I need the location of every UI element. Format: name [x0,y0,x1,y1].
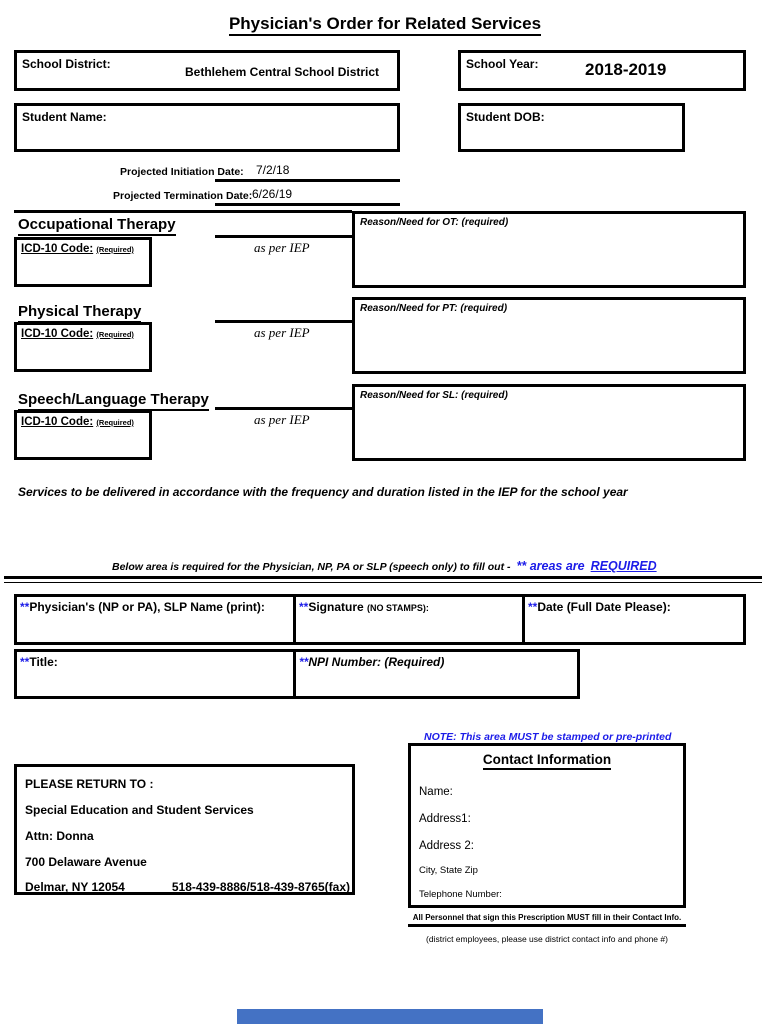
contact-address1-label[interactable]: Address1: [419,813,471,825]
return-street: 700 Delaware Avenue [25,855,147,869]
ot-reason-box[interactable]: Reason/Need for OT: (required) [352,211,746,288]
return-address-box: PLEASE RETURN TO : Special Education and… [14,764,355,895]
return-city-state: Delmar, NY 12054 [25,880,125,894]
sl-icd-code-box[interactable]: ICD-10 Code: (Required) [14,410,152,460]
school-district-label: School District: [22,57,111,71]
physician-name-asterisks: ** [20,600,30,614]
ot-section-divider [14,210,352,213]
all-personnel-note: All Personnel that sign this Prescriptio… [412,913,682,922]
ot-iep-line [215,235,352,238]
return-attn: Attn: Donna [25,829,94,843]
district-employees-note: (district employees, please use district… [426,934,668,944]
ot-iep-text: as per IEP [254,240,310,255]
pt-iep-text: as per IEP [254,325,310,340]
required-note: Below area is required for the Physician… [112,559,657,573]
ot-icd-code-box[interactable]: ICD-10 Code: (Required) [14,237,152,287]
contact-name-label[interactable]: Name: [419,786,453,798]
section-double-rule [4,576,762,583]
npi-asterisks: ** [299,655,309,669]
date-field[interactable]: **Date (Full Date Please): [522,594,746,645]
page-title: Physician's Order for Related Services [0,14,770,36]
school-year-box[interactable]: School Year: 2018-2019 [458,50,746,91]
no-stamps-label: (NO STAMPS): [367,603,429,613]
bottom-blue-bar [237,1009,543,1024]
return-to-label: PLEASE RETURN TO : [25,777,154,791]
school-district-value: Bethlehem Central School District [185,65,380,79]
contact-information-heading: Contact Information [411,752,683,770]
sl-section-heading: Speech/Language Therapy [18,391,209,411]
contact-telephone-label[interactable]: Telephone Number: [419,889,502,900]
school-year-label: School Year: [466,57,539,71]
personnel-rule [408,924,686,927]
contact-information-box[interactable]: Contact Information Name: Address1: Addr… [408,743,686,908]
sl-iep-text: as per IEP [254,412,310,427]
title-label: Title: [29,655,58,669]
initiation-date-line [215,179,400,182]
physician-name-label: Physician's (NP or PA), SLP Name (print)… [29,600,265,614]
ot-icd-code-label: ICD-10 Code: [21,243,94,255]
sl-icd-code-label: ICD-10 Code: [21,416,94,428]
required-note-required: REQUIRED [590,559,657,573]
school-district-box[interactable]: School District: Bethlehem Central Schoo… [14,50,400,91]
termination-date-line [215,203,400,206]
pt-reason-label: Reason/Need for PT: (required) [360,303,508,314]
contact-city-state-zip-label[interactable]: City, State Zip [419,865,478,876]
stamp-note: NOTE: This area MUST be stamped or pre-p… [424,731,672,743]
pt-reason-box[interactable]: Reason/Need for PT: (required) [352,297,746,374]
pt-icd-required-label: (Required) [96,330,134,339]
school-year-value: 2018-2019 [585,60,667,79]
signature-asterisks: ** [299,600,309,614]
date-label: Date (Full Date Please): [537,600,671,614]
student-name-box[interactable]: Student Name: [14,103,400,152]
termination-date-label: Projected Termination Date: [113,190,253,202]
student-dob-box[interactable]: Student DOB: [458,103,685,152]
physician-name-field[interactable]: **Physician's (NP or PA), SLP Name (prin… [14,594,296,645]
signature-field[interactable]: **Signature (NO STAMPS): [293,594,525,645]
sl-reason-label: Reason/Need for SL: (required) [360,390,508,401]
student-name-label: Student Name: [22,110,107,124]
sl-reason-box[interactable]: Reason/Need for SL: (required) [352,384,746,461]
required-note-blue: ** areas are [516,559,585,573]
return-phone-fax: 518-439-8886/518-439-8765(fax) [171,880,350,894]
sl-iep-line [215,407,352,410]
title-asterisks: ** [20,655,30,669]
npi-number-label: NPI Number: (Required) [308,655,445,669]
ot-icd-required-label: (Required) [96,245,134,254]
initiation-date-value[interactable]: 7/2/18 [256,163,290,177]
return-department: Special Education and Student Services [25,803,254,817]
signature-label: Signature [308,600,368,614]
termination-date-value[interactable]: 6/26/19 [252,187,293,201]
sl-icd-required-label: (Required) [96,418,134,427]
required-note-black: Below area is required for the Physician… [112,561,511,573]
student-dob-label: Student DOB: [466,110,545,124]
ot-reason-label: Reason/Need for OT: (required) [360,217,509,228]
services-note: Services to be delivered in accordance w… [18,485,628,499]
npi-number-field[interactable]: **NPI Number: (Required) [293,649,580,699]
ot-section-heading: Occupational Therapy [18,216,176,236]
pt-icd-code-label: ICD-10 Code: [21,328,94,340]
initiation-date-label: Projected Initiation Date: [120,166,244,178]
pt-section-heading: Physical Therapy [18,303,142,323]
contact-address2-label[interactable]: Address 2: [419,840,474,852]
pt-icd-code-box[interactable]: ICD-10 Code: (Required) [14,322,152,372]
title-field[interactable]: **Title: [14,649,296,699]
date-asterisks: ** [528,600,538,614]
pt-iep-line [215,320,352,323]
